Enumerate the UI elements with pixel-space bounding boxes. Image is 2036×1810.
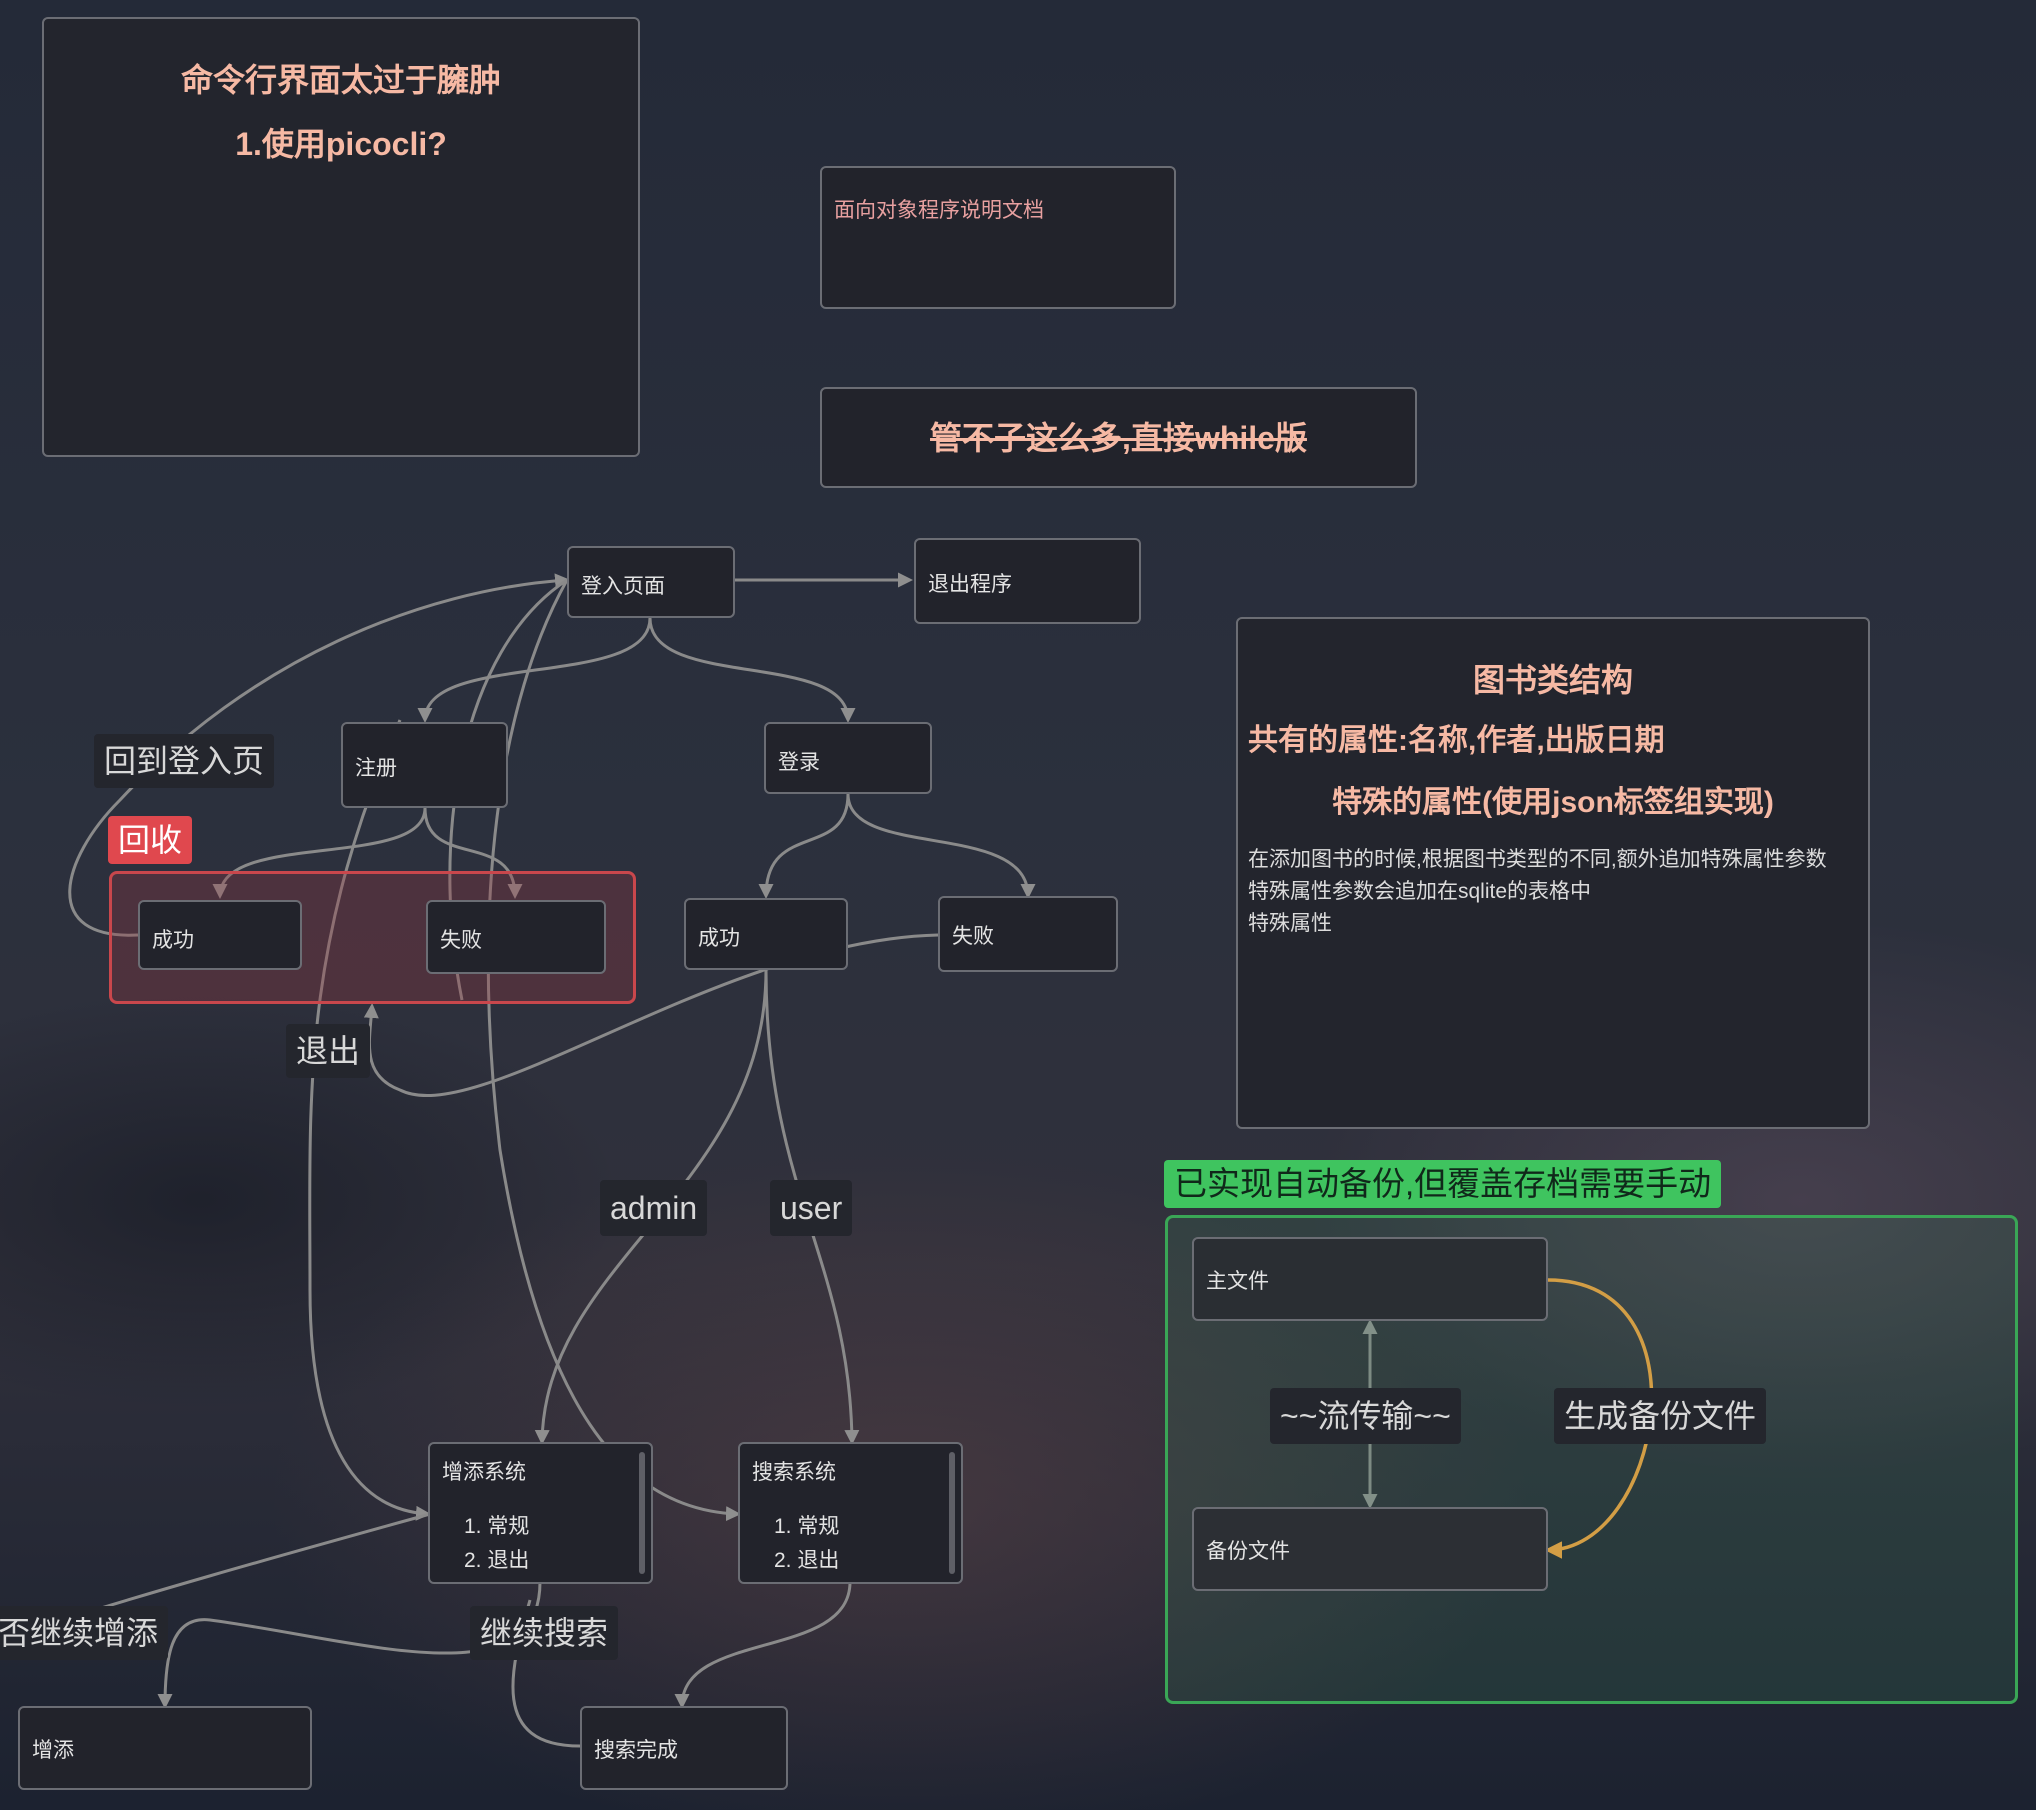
edge-add-search (448, 578, 741, 1522)
group-recycle-label: 回收 (108, 816, 193, 864)
edge-login-signin (648, 617, 856, 723)
node-signin-label: 登录 (778, 751, 820, 774)
search-system-option[interactable]: 1. 常规 (774, 1515, 840, 1538)
search-system-option[interactable]: 2. 退出 (774, 1549, 840, 1572)
node-register-label: 注册 (355, 757, 397, 780)
book-structure-common: 共有的属性:名称,作者,出版日期 (1248, 724, 1665, 757)
node-login-success[interactable]: 成功 (684, 898, 848, 970)
edge-signin-fail (846, 793, 1036, 899)
edge-label-gen-backup: 生成备份文件 (1554, 1388, 1767, 1444)
node-exit-program[interactable]: 退出程序 (914, 538, 1141, 624)
edge-label-user: user (770, 1180, 853, 1236)
edge-login-register (417, 617, 652, 723)
edge-register-success (212, 807, 427, 899)
node-login-fail-label: 失败 (952, 925, 994, 948)
note-book-structure[interactable]: 图书类结构 共有的属性:名称,作者,出版日期 特殊的属性(使用json标签组实现… (1236, 617, 1870, 1129)
edge-signin-success (758, 793, 850, 899)
node-search-done[interactable]: 搜索完成 (580, 1706, 788, 1790)
node-search-done-label: 搜索完成 (594, 1739, 678, 1762)
node-signin[interactable]: 登录 (764, 722, 932, 794)
node-reg-success-label: 成功 (152, 929, 194, 952)
book-structure-special: 特殊的属性(使用json标签组实现) (1332, 786, 1774, 819)
node-login-success-label: 成功 (698, 927, 740, 950)
note-while[interactable]: 管不子这么多,直接while版 (820, 387, 1417, 488)
edge-label-back-to-login: 回到登入页 (94, 734, 275, 788)
node-main-file-label: 主文件 (1206, 1270, 1269, 1293)
node-search-system[interactable]: 搜索系统 1. 常规 2. 退出 (738, 1442, 963, 1584)
add-system-options: 1. 常规 2. 退出 (464, 1510, 529, 1578)
node-exit-program-label: 退出程序 (928, 573, 1012, 596)
node-login-page-label: 登入页面 (581, 575, 665, 598)
note-oop-doc-text: 面向对象程序说明文档 (834, 199, 1044, 222)
book-structure-title: 图书类结构 (1472, 662, 1633, 698)
edge-regfail-add (308, 719, 431, 1521)
node-reg-fail-label: 失败 (440, 929, 482, 952)
node-reg-fail[interactable]: 失败 (426, 900, 606, 974)
note-cli-title: 命令行界面太过于臃肿 (180, 62, 501, 98)
group-backup-label: 已实现自动备份,但覆盖存档需要手动 (1164, 1160, 1722, 1208)
node-add[interactable]: 增添 (18, 1706, 312, 1790)
edge-register-fail (423, 807, 523, 899)
node-add-system[interactable]: 增添系统 1. 常规 2. 退出 (428, 1442, 653, 1584)
search-system-options: 1. 常规 2. 退出 (774, 1510, 839, 1578)
edge-label-continue-search: 继续搜索 (470, 1606, 619, 1660)
book-structure-line: 特殊属性 (1248, 912, 1332, 935)
node-register[interactable]: 注册 (341, 722, 508, 808)
node-login-page[interactable]: 登入页面 (567, 546, 735, 618)
note-oop-doc[interactable]: 面向对象程序说明文档 (820, 166, 1176, 309)
edge-label-continue-add: 否继续增添 (0, 1606, 169, 1660)
edge-label-exit: 退出 (286, 1024, 371, 1078)
edge-searchsys-done (674, 1581, 852, 1709)
node-add-label: 增添 (32, 1739, 74, 1762)
note-while-text: 管不子这么多,直接while版 (930, 420, 1307, 456)
add-system-scrollbar[interactable] (639, 1452, 645, 1574)
edge-label-stream: ~~流传输~~ (1270, 1388, 1461, 1444)
node-add-system-title: 增添系统 (442, 1461, 526, 1484)
note-cli-bloated[interactable]: 命令行界面太过于臃肿 1.使用picocli? (42, 17, 640, 457)
add-system-option[interactable]: 1. 常规 (464, 1515, 530, 1538)
note-cli-subtitle: 1.使用picocli? (235, 126, 447, 162)
edge-label-admin: admin (600, 1180, 708, 1236)
node-search-system-title: 搜索系统 (752, 1461, 836, 1484)
node-login-fail[interactable]: 失败 (938, 896, 1118, 972)
search-system-scrollbar[interactable] (949, 1452, 955, 1574)
add-system-option[interactable]: 2. 退出 (464, 1549, 530, 1572)
book-structure-line: 特殊属性参数会追加在sqlite的表格中 (1248, 880, 1592, 903)
node-backup-file-label: 备份文件 (1206, 1540, 1290, 1563)
node-reg-success[interactable]: 成功 (138, 900, 302, 970)
node-backup-file[interactable]: 备份文件 (1192, 1507, 1548, 1591)
node-main-file[interactable]: 主文件 (1192, 1237, 1548, 1321)
book-structure-line: 在添加图书的时候,根据图书类型的不同,额外追加特殊属性参数 (1248, 848, 1827, 871)
